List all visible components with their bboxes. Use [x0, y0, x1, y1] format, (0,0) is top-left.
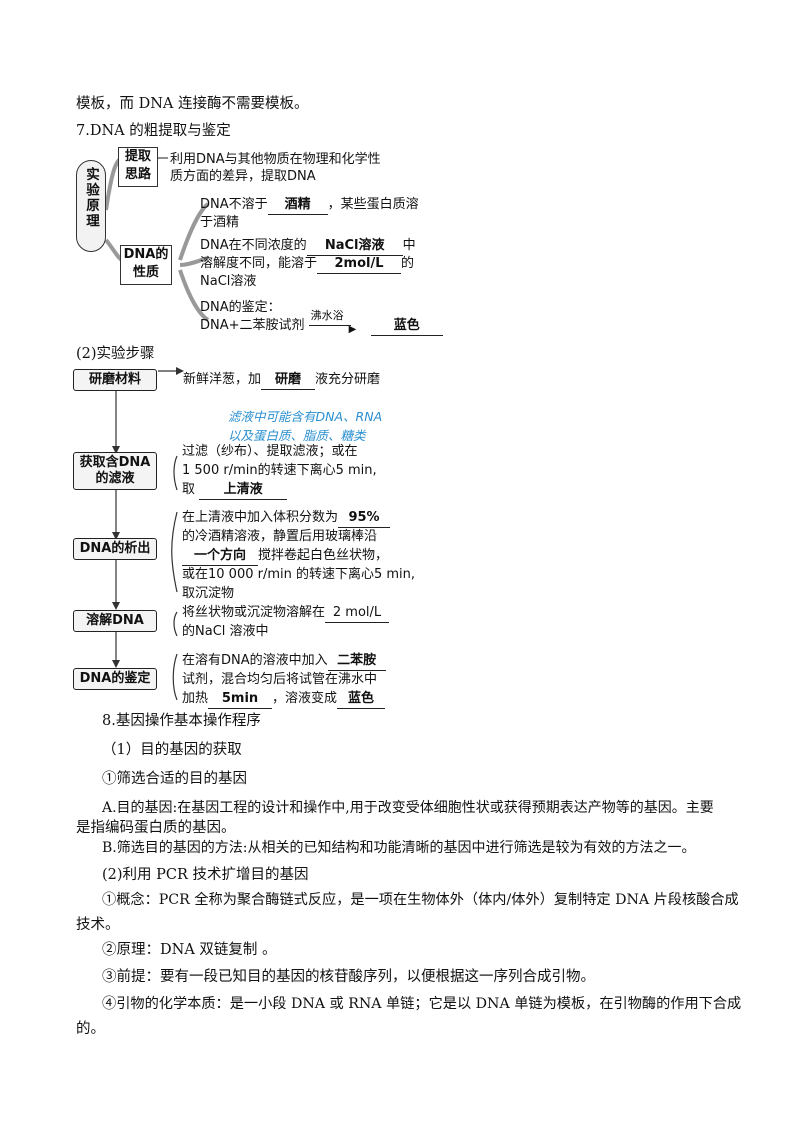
- property-3-line-2: DNA+二苯胺试剂 沸水浴 ▶ 蓝色: [200, 309, 443, 336]
- primer-line-2: 的。: [76, 1021, 105, 1037]
- s5-fill-blue: 蓝色: [337, 689, 386, 709]
- s3-text-e: 取沉淀物: [182, 586, 235, 601]
- steps-title: (2)实验步骤: [76, 346, 155, 362]
- s3-text-b: 的冷酒精溶液，静置后用玻璃棒沿: [182, 529, 378, 544]
- extract-label-2: 思路: [124, 167, 151, 182]
- concept-line-2: 技术。: [76, 917, 120, 933]
- s5-text-c: 加热: [182, 691, 209, 706]
- extract-text-2: 质方面的差异，提取DNA: [170, 169, 316, 184]
- prop2-text-c: 溶解度不同，能溶于: [200, 256, 318, 271]
- step-filtrate-line-3: 取 上清液: [182, 480, 288, 500]
- step-grind-text: 新鲜洋葱，加研磨液充分研磨: [183, 370, 380, 390]
- handwritten-note-2: 以及蛋白质、脂质、糖类: [228, 428, 366, 443]
- para-b: B.筛选目的基因的方法:从相关的已知结构和功能清晰的基因中进行筛选是较为有效的方…: [102, 840, 696, 856]
- step-filtrate-label-1: 获取含DNA: [79, 455, 151, 470]
- s1-fill-grind: 研磨: [261, 370, 316, 390]
- step-identify-box: DNA的鉴定: [73, 668, 157, 690]
- s4-text-b: 的NaCl 溶液中: [182, 624, 269, 639]
- s3-fill-direction: 一个方向: [182, 546, 258, 566]
- prop1-text-b: ，某些蛋白质溶: [327, 197, 419, 212]
- s4-text-a: 将丝状物或沉淀物溶解在: [182, 605, 326, 620]
- section-8-title: 8.基因操作基本操作程序: [102, 713, 261, 729]
- s5-text-a: 在溶有DNA的溶液中加入: [182, 653, 328, 668]
- step-precipitate-box: DNA的析出: [73, 538, 157, 560]
- s2-text-b: 1 500 r/min的转速下离心5 min,: [182, 463, 377, 478]
- handwritten-note-1: 滤液中可能含有DNA、RNA: [228, 409, 383, 424]
- para-a-line-1: A.目的基因:在基因工程的设计和操作中,用于改变受体细胞性状或获得预期表达产物等…: [102, 800, 714, 816]
- s3-fill-95: 95%: [338, 508, 391, 528]
- property-label-2: 性质: [132, 265, 159, 280]
- prop2-text-e: NaCl溶液: [200, 274, 257, 289]
- primer-line-1: ④引物的化学本质：是一小段 DNA 或 RNA 单链；它是以 DNA 单链为模板…: [102, 996, 742, 1012]
- prop1-fill-alcohol: 酒精: [267, 195, 328, 215]
- s5-text-d: ，溶液变成: [272, 691, 338, 706]
- prop2-fill-concentration: 2mol/L: [317, 254, 402, 274]
- principle-center-label: 实验原理: [83, 167, 99, 229]
- step-grind-label: 研磨材料: [88, 372, 141, 387]
- section-8-sub-2: (2)利用 PCR 技术扩增目的基因: [102, 867, 309, 883]
- s2-text-c: 取: [182, 482, 196, 497]
- s4-fill-concentration: 2 mol/L: [325, 603, 390, 623]
- prop2-text-a: DNA在不同浓度的: [200, 238, 307, 253]
- prop2-text-d: 的: [401, 256, 415, 271]
- section-8-sub-1: （1）目的基因的获取: [102, 742, 242, 758]
- step-grind-box: 研磨材料: [73, 369, 157, 391]
- s3-text-a: 在上清液中加入体积分数为: [182, 510, 339, 525]
- prop2-text-b: 中: [402, 238, 416, 253]
- intro-line: 模板，而 DNA 连接酶不需要模板。: [76, 96, 309, 112]
- section-8-item-1: ①筛选合适的目的基因: [102, 771, 247, 787]
- s2-fill-supernatant: 上清液: [199, 480, 288, 500]
- s5-fill-diphenylamine: 二苯胺: [327, 651, 386, 671]
- section-7-title: 7.DNA 的粗提取与鉴定: [76, 123, 231, 139]
- prop1-text-c: 于酒精: [200, 215, 240, 230]
- step-identify-label: DNA的鉴定: [79, 671, 151, 686]
- s2-text-a: 过滤（纱布）、提取滤液；或在: [182, 442, 358, 461]
- s1-text-a: 新鲜洋葱，加: [183, 372, 262, 387]
- s3-text-c: 搅拌卷起白色丝状物，: [258, 548, 389, 563]
- para-a-line-2: 是指编码蛋白质的基因。: [76, 820, 236, 836]
- arrow-label: 沸水浴: [310, 309, 344, 322]
- step-filtrate-box: 获取含DNA 的滤液: [73, 452, 157, 490]
- s5-fill-time: 5min: [208, 689, 273, 709]
- step-dissolve-box: 溶解DNA: [73, 610, 157, 632]
- step-precipitate-label: DNA的析出: [79, 541, 151, 556]
- extract-text-1: 利用DNA与其他物质在物理和化学性: [170, 152, 381, 167]
- boiling-water-arrow: 沸水浴 ▶: [308, 309, 357, 335]
- prop1-text-a: DNA不溶于: [200, 197, 268, 212]
- dna-property-box: DNA的 性质: [120, 245, 172, 285]
- prop2-fill-nacl: NaCl溶液: [306, 236, 403, 256]
- concept-line-1: ①概念：PCR 全称为聚合酶链式反应，是一项在生物体外（体内/体外）复制特定 D…: [102, 892, 739, 908]
- prop3-text-a: DNA的鉴定：: [200, 300, 281, 315]
- step-dissolve-label: 溶解DNA: [86, 613, 144, 628]
- prop3-text-b: DNA+二苯胺试剂: [200, 318, 305, 333]
- principle-line: ②原理：DNA 双链复制 。: [102, 942, 277, 958]
- premise-line: ③前提：要有一段已知目的基因的核苷酸序列，以便根据这一序列合成引物。: [102, 969, 595, 985]
- s2-text-a-span: 过滤（纱布）、提取滤液；或在: [182, 444, 358, 459]
- principle-center-node: 实验原理: [76, 160, 106, 252]
- prop3-fill-blue: 蓝色: [370, 316, 443, 336]
- steps-flow-arrows: [112, 367, 184, 700]
- s1-text-b: 液充分研磨: [315, 372, 381, 387]
- extract-idea-box: 提取 思路: [118, 147, 158, 187]
- step-filtrate-label-2: 的滤液: [95, 471, 135, 486]
- property-1-line-1: DNA不溶于酒精，某些蛋白质溶: [200, 195, 419, 215]
- step-precipitate-line-3: 一个方向搅拌卷起白色丝状物，: [182, 546, 388, 566]
- step-identify-line-1: 在溶有DNA的溶液中加入二苯胺: [182, 651, 386, 671]
- s5-text-b: 试剂，混合均匀后将试管在沸水中: [182, 672, 378, 687]
- property-label-1: DNA的: [123, 247, 169, 262]
- extract-label-1: 提取: [124, 149, 151, 164]
- s3-text-d: 或在10 000 r/min 的转速下离心5 min,: [182, 567, 416, 582]
